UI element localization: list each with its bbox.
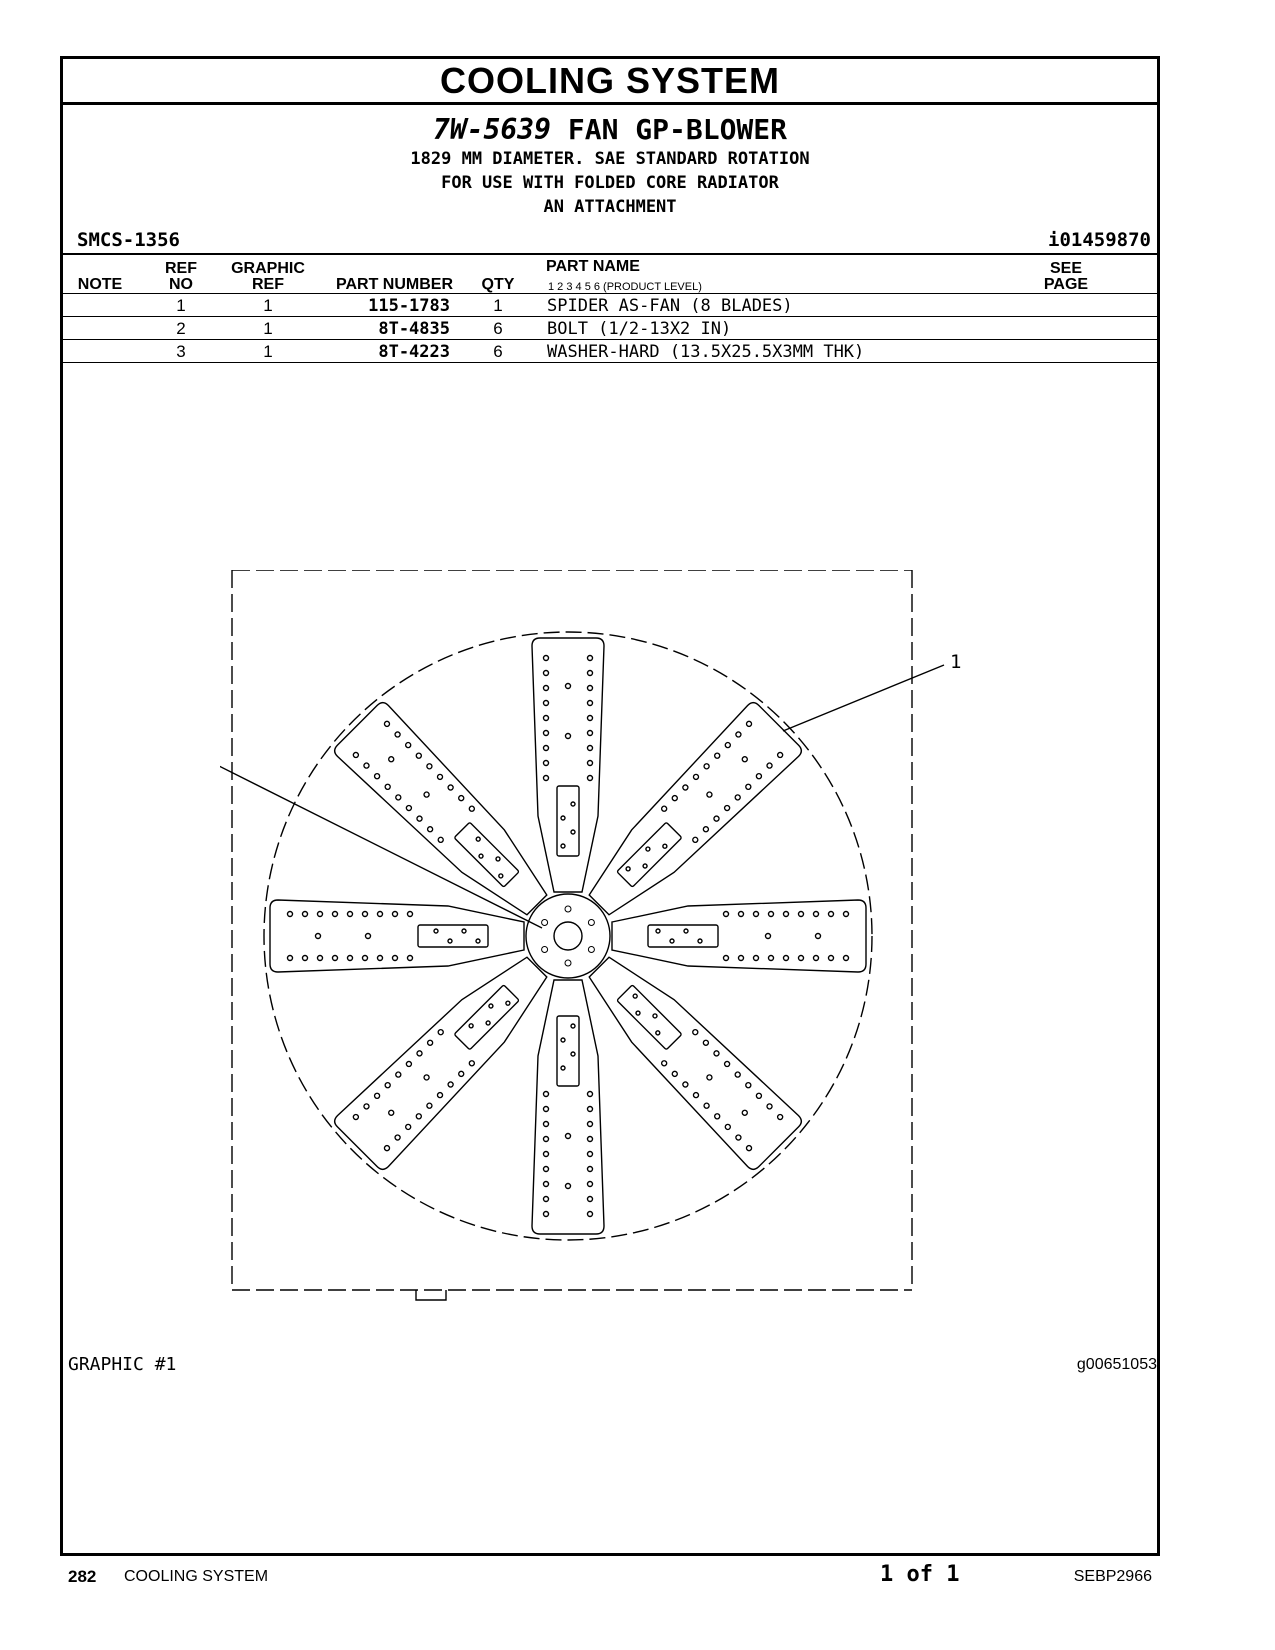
divider (63, 293, 1157, 294)
part-name: WASHER-HARD (13.5X25.5X3MM THK) (547, 342, 865, 362)
divider (63, 362, 1157, 363)
footer-doc-id: SEBP2966 (1073, 1568, 1152, 1585)
fan-shroud (231, 570, 913, 1291)
fan-drawing: 1 3-2 (220, 570, 961, 1301)
column-qty: QTY (481, 276, 515, 293)
part-group-number: 7W-5639 (432, 113, 551, 146)
part-number: 115-1783 (368, 296, 450, 316)
fan-blade (531, 979, 605, 1235)
column-part-name: PART NAME (546, 258, 640, 275)
column-ref-no-bottom: NO (169, 276, 193, 293)
ref-no: 2 (176, 319, 186, 338)
divider (63, 339, 1157, 340)
column-product-level: 1 2 3 4 5 6 (PRODUCT LEVEL) (548, 281, 702, 293)
info-id: i01459870 (1048, 229, 1151, 251)
fan-blade (333, 701, 548, 916)
fan-blade (333, 956, 548, 1171)
part-number: 8T-4835 (378, 319, 450, 339)
part-number: 8T-4223 (378, 342, 450, 362)
column-see-page-bottom: PAGE (1043, 276, 1089, 293)
description-line-1: 1829 MM DIAMETER. SAE STANDARD ROTATION (410, 149, 810, 169)
section-title: COOLING SYSTEM (63, 59, 1157, 105)
qty: 6 (493, 342, 503, 361)
graphic-ref: 1 (263, 319, 273, 338)
column-note: NOTE (77, 276, 123, 293)
page-frame: COOLING SYSTEM 7W-5639 FAN GP-BLOWER 182… (60, 56, 1160, 1556)
qty: 1 (493, 296, 503, 315)
smcs-code: SMCS-1356 (77, 229, 180, 251)
graphic-ref: 1 (263, 342, 273, 361)
hub-bolt-hole (587, 919, 595, 926)
fan-blade (611, 899, 867, 973)
divider (63, 253, 1157, 255)
description-line-3: AN ATTACHMENT (543, 197, 677, 217)
column-graphic-ref-bottom: REF (252, 276, 284, 293)
part-group-title: 7W-5639 FAN GP-BLOWER (63, 113, 1157, 146)
fan-blade (588, 701, 803, 916)
table-row: 2 1 8T-4835 6 BOLT (1/2-13X2 IN) (63, 317, 1157, 339)
ref-no: 1 (176, 296, 186, 315)
hub-bolt-hole (564, 959, 572, 967)
hub-bolt-hole (587, 946, 595, 953)
description-line-2: FOR USE WITH FOLDED CORE RADIATOR (441, 173, 779, 193)
graphic-label: GRAPHIC #1 (68, 1354, 177, 1375)
fan-blade (588, 956, 803, 1171)
divider (63, 316, 1157, 317)
column-ref-no-top: REF (165, 260, 197, 277)
footer-page-number: 282 (68, 1567, 97, 1586)
fan-blade (269, 899, 525, 973)
footer-section: COOLING SYSTEM (124, 1568, 269, 1585)
ref-no: 3 (176, 342, 186, 361)
fan-swept-circle (263, 631, 873, 1241)
part-group-name: FAN GP-BLOWER (567, 113, 788, 146)
hub-bolt-hole (564, 905, 572, 913)
column-graphic-ref-top: GRAPHIC (231, 260, 305, 277)
hub-bolt-hole (541, 946, 549, 953)
qty: 6 (493, 319, 503, 338)
fan-blades (269, 637, 867, 1235)
graphic-ref: 1 (263, 296, 273, 315)
column-see-page-top: SEE (1049, 260, 1082, 277)
part-name: BOLT (1/2-13X2 IN) (547, 319, 732, 339)
callout-1: 1 (950, 651, 961, 673)
fan-hub (525, 893, 611, 979)
graphic-id: g00651053 (1076, 1356, 1157, 1373)
part-name: SPIDER AS-FAN (8 BLADES) (547, 296, 793, 316)
table-row: 3 1 8T-4223 6 WASHER-HARD (13.5X25.5X3MM… (63, 340, 1157, 362)
footer-page-of: 1 of 1 (880, 1562, 960, 1587)
fan-blade (531, 637, 605, 893)
table-row: 1 1 115-1783 1 SPIDER AS-FAN (8 BLADES) (63, 294, 1157, 316)
column-part-number: PART NUMBER (335, 276, 453, 293)
hub-bolt-hole (541, 919, 549, 926)
